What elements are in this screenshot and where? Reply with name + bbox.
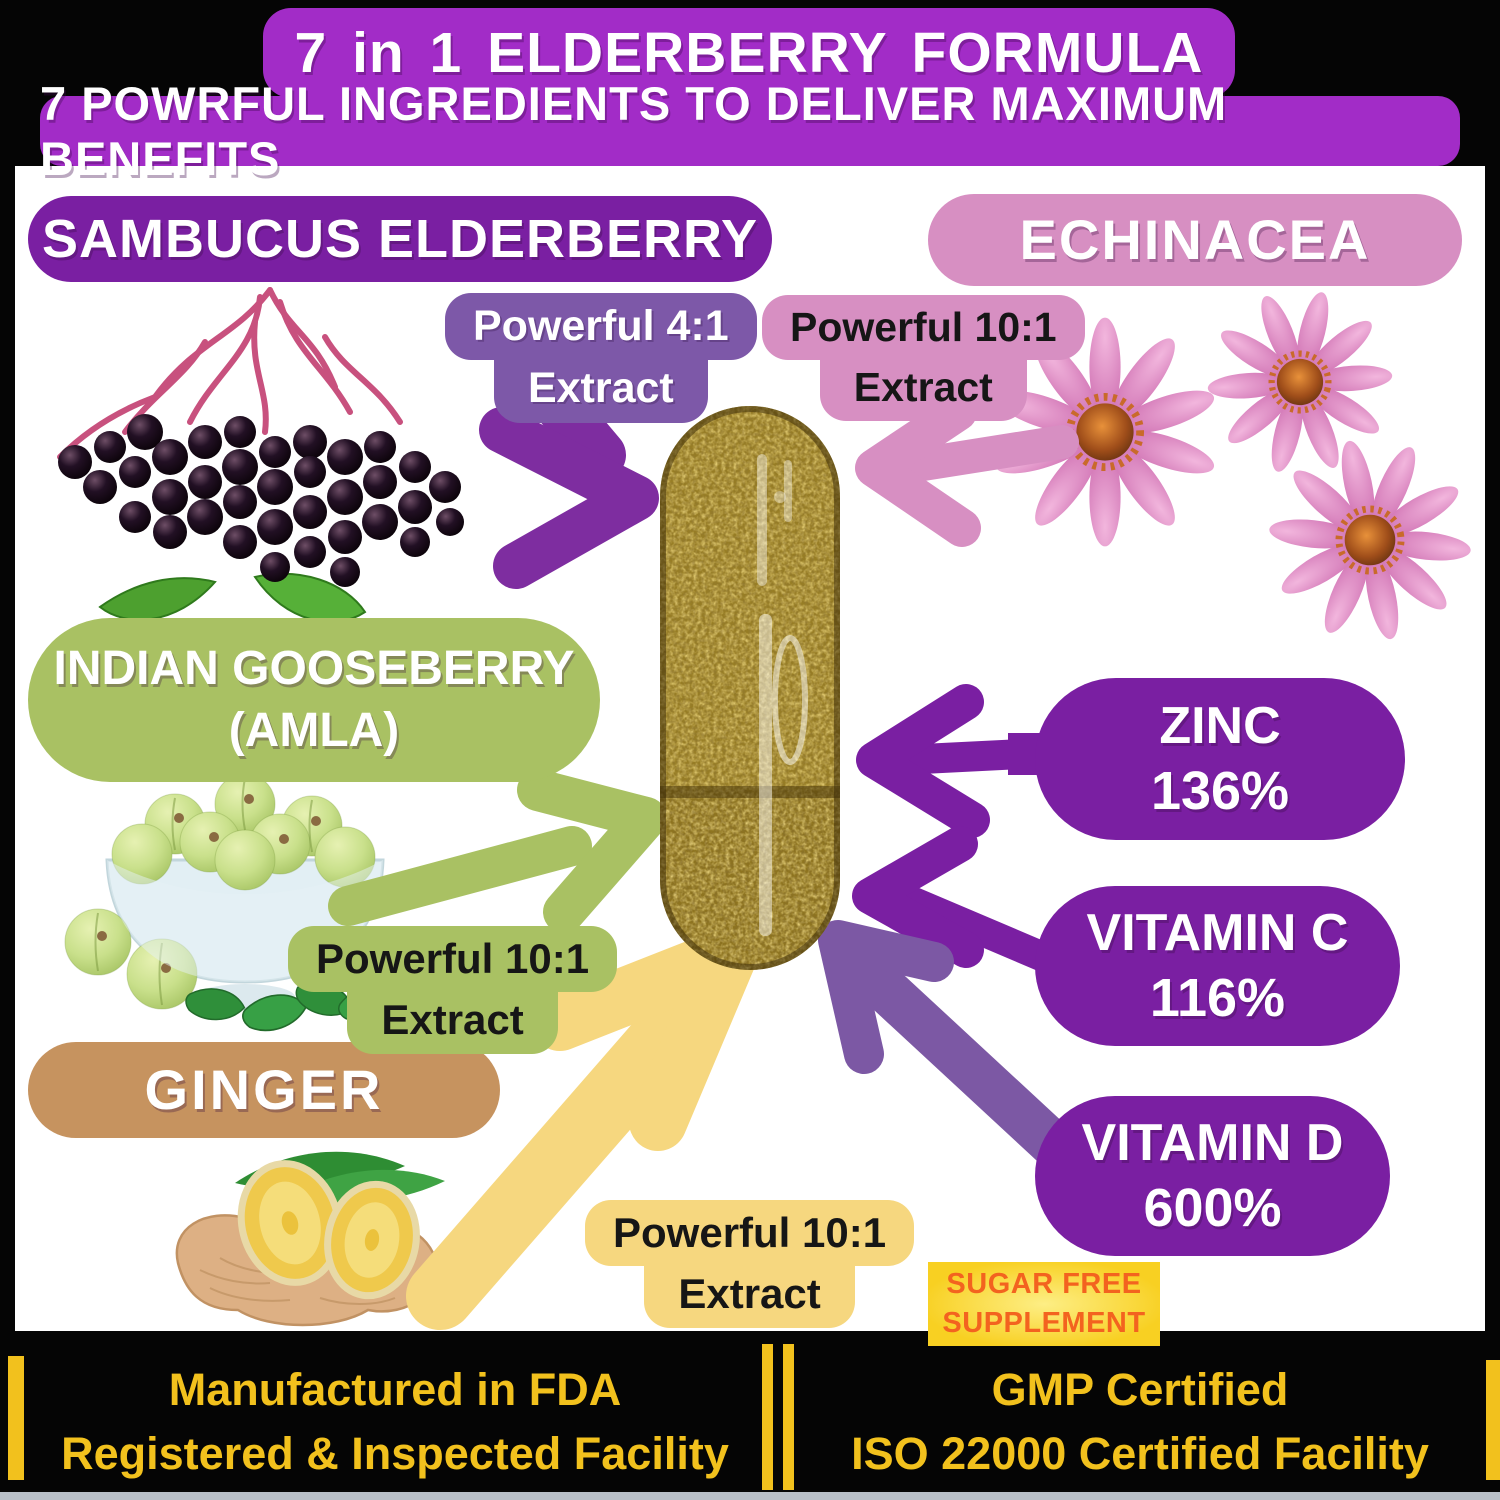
nutrient-vitamin-c: VITAMIN C 116%	[1035, 886, 1400, 1046]
arrow-elderberry-to-capsule	[479, 373, 659, 589]
label-echinacea: ECHINACEA	[928, 194, 1462, 286]
footer-right-text: GMP Certified ISO 22000 Certified Facili…	[800, 1358, 1480, 1486]
elderberry-leaves	[98, 573, 367, 623]
nutrient-vitamin-d: VITAMIN D 600%	[1035, 1096, 1390, 1256]
main-title: 7 in 1 ELDERBERRY FORMULA	[294, 21, 1204, 85]
extract-label-elderberry: Powerful 4:1 Extract	[445, 293, 757, 423]
ginger-slice	[324, 1180, 420, 1300]
capsule-cap	[660, 406, 840, 790]
capsule-seam	[660, 786, 840, 798]
sambucus-text: SAMBUCUS ELDERBERRY	[41, 208, 759, 269]
elderberry-illustration	[57, 287, 464, 623]
label-sambucus-elderberry: SAMBUCUS ELDERBERRY	[28, 196, 772, 282]
ginger-text: GINGER	[144, 1057, 384, 1121]
extract-label-gooseberry: Powerful 10:1 Extract	[288, 926, 618, 1054]
label-ginger: GINGER	[28, 1042, 500, 1138]
extract-gooseberry-line2: Extract	[347, 980, 558, 1054]
subtitle-banner: 7 POWRFUL INGREDIENTS TO DELIVER MAXIMUM…	[40, 77, 1460, 185]
footer-left-line2: Registered & Inspected Facility	[61, 1427, 729, 1479]
vitamin-d-value: 600%	[1143, 1177, 1282, 1238]
vitamin-d-name: VITAMIN D	[1081, 1113, 1344, 1172]
extract-label-echinacea: Powerful 10:1 Extract	[762, 295, 1085, 421]
bottom-gray-strip	[0, 1492, 1500, 1500]
extract-elderberry-line2: Extract	[493, 348, 708, 423]
gooseberry-text-line2: (AMLA)	[228, 704, 400, 757]
footer-left-edge-bar	[8, 1356, 24, 1480]
arrow-gooseberry-to-capsule	[328, 769, 667, 933]
sugar-free-line1: SUGAR FREE	[946, 1267, 1142, 1300]
nutrient-zinc: ZINC 136%	[1035, 678, 1405, 840]
footer-left-text: Manufactured in FDA Registered & Inspect…	[30, 1358, 760, 1486]
extract-elderberry-line1: Powerful 4:1	[445, 293, 757, 360]
capsule-highlight	[759, 614, 772, 936]
footer-divider-bar	[762, 1344, 773, 1490]
echinacea-flower	[1269, 440, 1471, 640]
footer-right-line1: GMP Certified	[991, 1364, 1289, 1415]
echinacea-text: ECHINACEA	[1019, 207, 1371, 271]
echinacea-illustration	[995, 292, 1471, 640]
vitamin-c-value: 116%	[1149, 967, 1286, 1028]
footer-left-line1: Manufactured in FDA	[168, 1364, 622, 1415]
arrow-echinacea-to-capsule	[855, 393, 1079, 547]
footer-divider-bar	[783, 1344, 794, 1490]
capsule-illustration	[660, 406, 840, 970]
zinc-name: ZINC	[1159, 696, 1281, 755]
footer-right-line2: ISO 22000 Certified Facility	[851, 1427, 1429, 1479]
gooseberry-text-line1: INDIAN GOOSEBERRY	[53, 642, 575, 696]
sugar-free-badge: SUGAR FREE SUPPLEMENT	[928, 1262, 1160, 1346]
extract-echinacea-line2: Extract	[819, 348, 1027, 421]
sugar-free-line2: SUPPLEMENT	[942, 1307, 1146, 1339]
amla-berries	[64, 773, 376, 1010]
main-title-banner: 7 in 1 ELDERBERRY FORMULA	[263, 8, 1235, 98]
subtitle: 7 POWRFUL INGREDIENTS TO DELIVER MAXIMUM…	[40, 77, 1228, 185]
arrow-vitamin-d-to-capsule	[818, 920, 1095, 1185]
extract-echinacea-line1: Powerful 10:1	[762, 295, 1085, 360]
echinacea-flower	[1207, 292, 1393, 472]
elderberry-berries	[58, 414, 464, 587]
ginger-illustration	[175, 1151, 445, 1327]
zinc-value: 136%	[1150, 760, 1290, 821]
extract-ginger-line1: Powerful 10:1	[585, 1200, 915, 1266]
label-indian-gooseberry: INDIAN GOOSEBERRY (AMLA)	[28, 618, 600, 782]
extract-ginger-line2: Extract	[644, 1254, 855, 1328]
footer-right-edge-bar	[1486, 1360, 1500, 1480]
vitamin-c-name: VITAMIN C	[1086, 903, 1349, 962]
extract-gooseberry-line1: Powerful 10:1	[288, 926, 618, 992]
extract-label-ginger: Powerful 10:1 Extract	[585, 1200, 915, 1328]
